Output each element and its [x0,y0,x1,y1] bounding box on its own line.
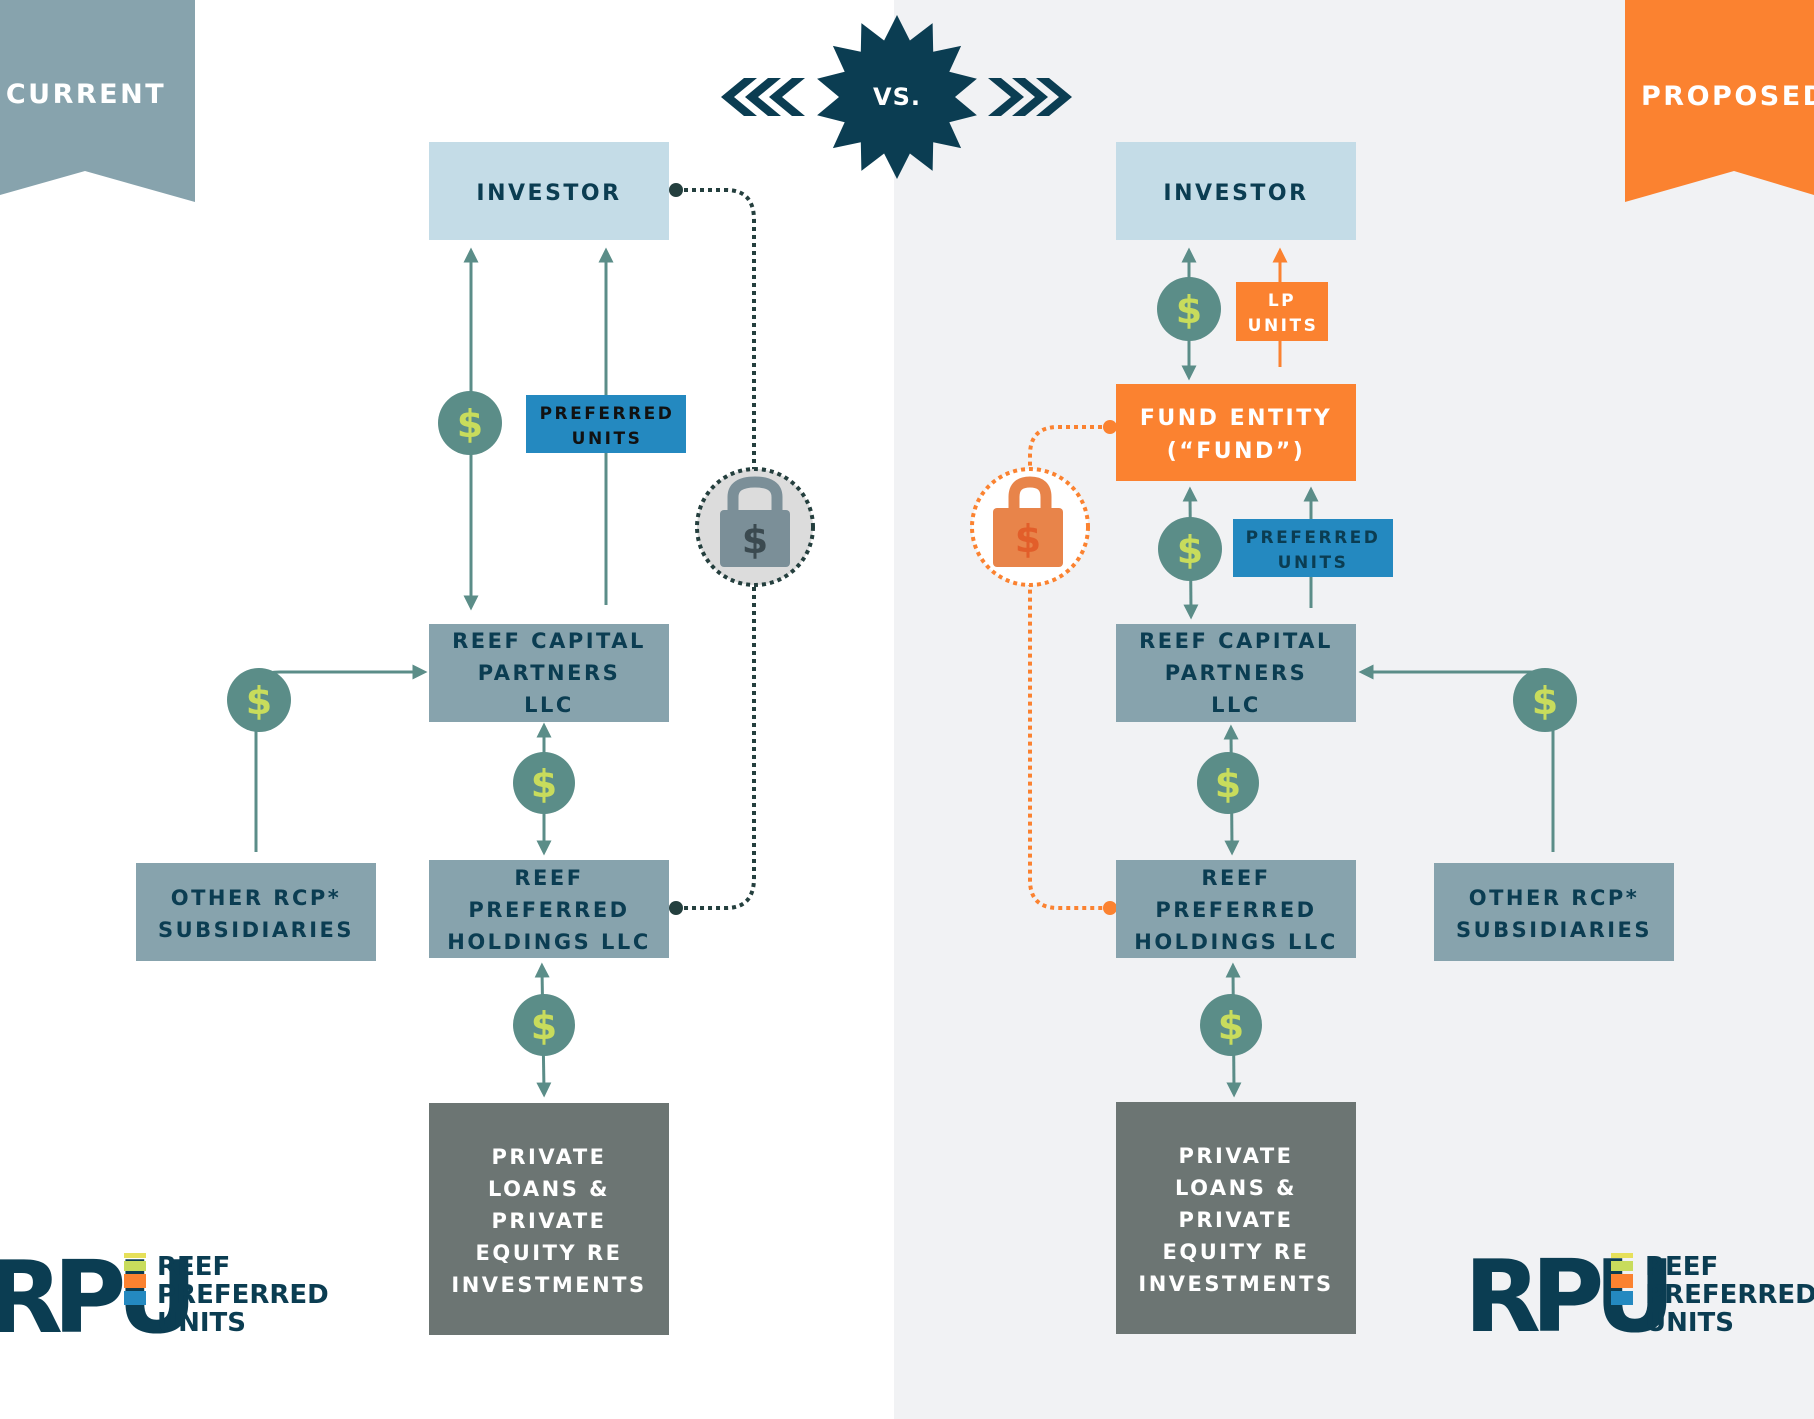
svg-text:PRIVATE: PRIVATE [492,1145,607,1169]
svg-text:PARTNERS: PARTNERS [478,661,620,685]
svg-text:INVESTMENTS: INVESTMENTS [1138,1272,1333,1296]
prop-fund-entity-box[interactable]: FUND ENTITY (“FUND”) [1116,384,1356,481]
svg-text:LOANS &: LOANS & [1175,1176,1297,1200]
svg-text:HOLDINGS LLC: HOLDINGS LLC [447,930,650,954]
svg-text:HOLDINGS LLC: HOLDINGS LLC [1134,930,1337,954]
left-chevrons-icon [721,78,805,116]
cur-reef-capital-partners-box[interactable]: REEF CAPITAL PARTNERS LLC [429,624,669,722]
svg-text:$: $ [1015,517,1041,561]
dollar-coin-icon: $ [1157,277,1221,341]
logo-text-line: PREFERRED [1645,1280,1814,1310]
svg-text:$: $ [742,518,768,562]
cur-link-dot-top [669,183,683,197]
dollar-coin-icon: $ [1197,752,1259,814]
prop-link-dot-bottom [1103,901,1117,915]
prop-preferred-units-label: PREFERRED UNITS [1233,519,1393,577]
logo-color-bars [124,1253,146,1305]
svg-text:REEF: REEF [514,866,583,890]
cur-private-investments-box[interactable]: PRIVATE LOANS & PRIVATE EQUITY RE INVEST… [429,1103,669,1335]
svg-text:UNITS: UNITS [157,1308,246,1338]
svg-text:LOANS &: LOANS & [488,1177,610,1201]
cur-link-dot-bottom [669,901,683,915]
prop-reef-capital-partners-box[interactable]: REEF CAPITAL PARTNERS LLC [1116,624,1356,722]
svg-text:SUBSIDIARIES: SUBSIDIARIES [158,918,354,942]
right-chevrons-icon [988,78,1072,116]
svg-text:$: $ [1176,288,1202,332]
svg-text:REEF CAPITAL: REEF CAPITAL [452,629,646,653]
dollar-coin-icon: $ [227,668,291,732]
svg-text:LLC: LLC [1211,693,1261,717]
svg-text:UNITS: UNITS [1278,553,1349,573]
svg-text:LLC: LLC [524,693,574,717]
logo-color-bars [1611,1253,1633,1305]
proposed-label: PROPOSED [1641,81,1814,112]
svg-text:$: $ [1218,1004,1244,1048]
current-banner: CURRENT [0,0,195,202]
svg-text:INVESTOR: INVESTOR [476,181,621,206]
svg-text:PRIVATE: PRIVATE [1179,1144,1294,1168]
svg-text:EQUITY RE: EQUITY RE [476,1241,623,1265]
svg-text:PREFERRED: PREFERRED [1155,898,1316,922]
svg-text:PREFERRED: PREFERRED [157,1280,329,1310]
svg-text:PARTNERS: PARTNERS [1165,661,1307,685]
svg-text:REEF CAPITAL: REEF CAPITAL [1139,629,1333,653]
rpu-logo-left: RPU REEF PREFERRED UNITS [0,1239,329,1356]
cur-investor-box[interactable]: INVESTOR [429,142,669,240]
cur-reef-preferred-holdings-box[interactable]: REEF PREFERRED HOLDINGS LLC [429,860,669,958]
svg-text:EQUITY RE: EQUITY RE [1163,1240,1310,1264]
lock-dollar-icon: $ [970,467,1090,587]
lock-dollar-icon: $ [695,467,815,587]
prop-other-rcp-subsidiaries-box[interactable]: OTHER RCP* SUBSIDIARIES [1434,863,1674,961]
dollar-coin-icon: $ [513,994,575,1056]
prop-investor-box[interactable]: INVESTOR [1116,142,1356,240]
proposed-banner: PROPOSED [1625,0,1814,202]
cur-preferred-units-label: PREFERRED UNITS [526,395,686,453]
prop-private-investments-box[interactable]: PRIVATE LOANS & PRIVATE EQUITY RE INVEST… [1116,1102,1356,1334]
svg-text:INVESTOR: INVESTOR [1163,181,1308,206]
svg-text:$: $ [1532,679,1558,723]
svg-text:PREFERRED: PREFERRED [540,404,675,424]
vs-label: VS. [873,83,921,111]
svg-text:FUND ENTITY: FUND ENTITY [1140,406,1332,431]
svg-text:OTHER RCP*: OTHER RCP* [1469,886,1640,910]
current-label: CURRENT [6,79,166,110]
svg-text:PRIVATE: PRIVATE [492,1209,607,1233]
svg-text:$: $ [531,762,557,806]
prop-lp-units-label: LP UNITS [1236,282,1328,341]
logo-mark: RPU [1464,1238,1667,1355]
svg-text:REEF: REEF [1201,866,1270,890]
dollar-coin-icon: $ [438,391,502,455]
dollar-coin-icon: $ [513,752,575,814]
svg-text:SUBSIDIARIES: SUBSIDIARIES [1456,918,1652,942]
svg-text:UNITS: UNITS [572,429,643,449]
svg-text:OTHER RCP*: OTHER RCP* [171,886,342,910]
dollar-coin-icon: $ [1158,517,1222,581]
prop-link-dot-top [1103,420,1117,434]
svg-text:$: $ [457,402,483,446]
dollar-coin-icon: $ [1513,668,1577,732]
svg-text:PREFERRED: PREFERRED [1246,528,1381,548]
vs-badge: VS. [817,15,977,179]
svg-text:(“FUND”): (“FUND”) [1167,439,1306,464]
svg-text:$: $ [1215,762,1241,806]
svg-text:PREFERRED: PREFERRED [468,898,629,922]
svg-text:$: $ [531,1004,557,1048]
svg-text:REEF: REEF [157,1252,230,1282]
svg-text:LP: LP [1268,291,1296,311]
dollar-coin-icon: $ [1200,994,1262,1056]
svg-text:$: $ [1177,528,1203,572]
svg-text:PRIVATE: PRIVATE [1179,1208,1294,1232]
cur-other-rcp-subsidiaries-box[interactable]: OTHER RCP* SUBSIDIARIES [136,863,376,961]
svg-text:UNITS: UNITS [1248,316,1319,336]
logo-text-line: REEF [1645,1252,1718,1282]
starburst-shape [817,15,977,179]
logo-text-line: UNITS [1645,1308,1734,1338]
logo-mark: RPU [0,1239,189,1356]
svg-text:$: $ [246,679,272,723]
prop-reef-preferred-holdings-box[interactable]: REEF PREFERRED HOLDINGS LLC [1116,860,1356,958]
svg-text:INVESTMENTS: INVESTMENTS [451,1273,646,1297]
